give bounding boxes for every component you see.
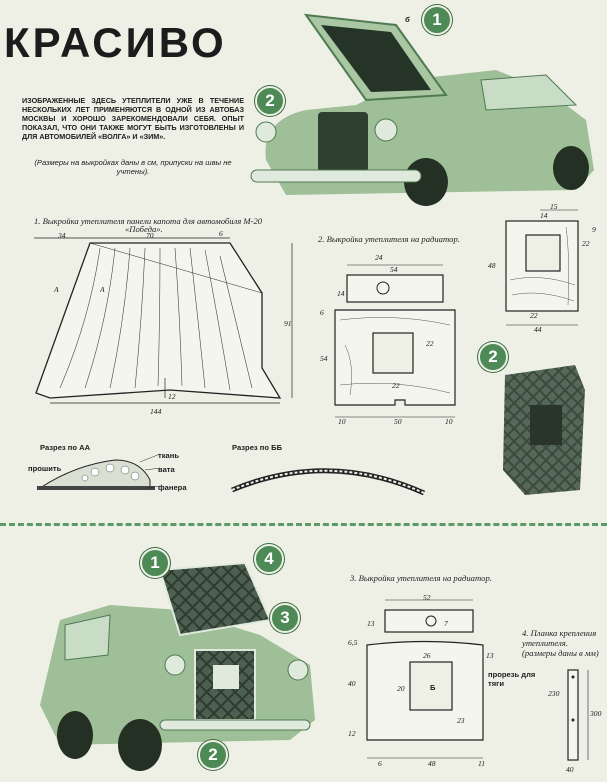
fig3-dim-40: 40 <box>348 679 356 688</box>
section-aa-title: Разрез по АА <box>40 443 91 452</box>
fig2b-dim-14: 14 <box>540 211 548 220</box>
fig3-dim-6: 6 <box>378 759 382 768</box>
fig4-caption: 4. Планка крепления утеплителя. <box>522 628 597 649</box>
fig3-dim-7: 7 <box>444 619 448 628</box>
fig3-dim-20: 20 <box>397 684 405 693</box>
fig2-dim-6: 6 <box>320 308 324 317</box>
fig2-dim-24: 24 <box>375 253 383 262</box>
fig3-dim-26: 26 <box>423 651 431 660</box>
fig1-dim-6: 6 <box>219 229 223 238</box>
label-b-top: б <box>405 15 410 24</box>
page-title: КРАСИВО <box>4 19 227 66</box>
badge-4-bottom: 4 <box>254 544 284 574</box>
bottom-car-photo <box>30 545 320 775</box>
fig2-dim-54b: 54 <box>320 354 328 363</box>
fig3-dim-13a: 13 <box>367 619 375 628</box>
badge-3-bottom: 3 <box>270 603 300 633</box>
fig2-dim-14: 14 <box>337 289 345 298</box>
fig3-dim-11: 11 <box>478 759 486 768</box>
fig1-caption: 1. Выкройка утеплителя панели капота для… <box>34 216 263 226</box>
section-aa-drawing <box>37 453 161 490</box>
fig4-dim-230: 230 <box>548 689 560 698</box>
fig4-dim-300: 300 <box>590 709 602 718</box>
fig3-label-b: Б <box>430 683 436 692</box>
section-aa-fanera: фанера <box>158 483 187 492</box>
fig1-dim-34: 34 <box>58 231 66 240</box>
fig2-dim-22a: 22 <box>426 339 434 348</box>
fig2-dim-10b: 10 <box>445 417 453 426</box>
fig1-dim-144: 144 <box>150 407 162 416</box>
quilted-insulator-photo <box>495 360 590 500</box>
fig3-dim-52: 52 <box>423 593 431 602</box>
badge-2-top: 2 <box>255 86 285 116</box>
fig1-drawing <box>34 237 293 404</box>
fig1-label-a2: А <box>100 285 105 294</box>
fig3-slot-label: прорезь для тяги <box>488 670 536 689</box>
fig3-caption: 3. Выкройка утеплителя на радиатор. <box>350 573 492 583</box>
fig3-dim-48: 48 <box>428 759 436 768</box>
badge-1-bottom: 1 <box>140 548 170 578</box>
fig4-dim-40: 40 <box>566 765 574 774</box>
fig2b-dim-44: 44 <box>534 325 542 334</box>
section-aa-vata: вата <box>158 465 175 474</box>
fig1-dim-12: 12 <box>168 392 176 401</box>
fig2-drawing <box>334 264 456 418</box>
fig1-caption-2: «Победа». <box>125 224 163 234</box>
fig2b-dim-48: 48 <box>488 261 496 270</box>
fig3-dim-23: 23 <box>457 716 465 725</box>
fig1-dim-70: 70 <box>146 231 154 240</box>
fig2-dim-50: 50 <box>394 417 402 426</box>
section-aa-tkan: ткань <box>158 451 179 460</box>
fig1-dim-91: 91 <box>284 319 292 328</box>
fig4-note: (размеры даны в мм) <box>522 648 599 658</box>
fig2-dim-22b: 22 <box>392 381 400 390</box>
top-car-photo <box>246 10 601 210</box>
intro-text: Изображенные здесь утеплители уже в тече… <box>22 96 244 141</box>
fig2-caption: 2. Выкройка утеплителя на радиатор. <box>318 234 460 244</box>
fig2b-dim-15: 15 <box>550 202 558 211</box>
fig2b-dim-22a: 22 <box>582 239 590 248</box>
fig4-drawing <box>567 669 589 761</box>
intro-note: (Размеры на выкройках даны в см, припуск… <box>34 158 232 177</box>
fig3-dim-12: 12 <box>348 729 356 738</box>
fig1-label-a1: А <box>54 285 59 294</box>
badge-2-bottom: 2 <box>198 740 228 770</box>
fig3-dim-13b: 13 <box>486 651 494 660</box>
fig3-dim-6_5: 6,5 <box>348 638 358 647</box>
fig2b-dim-22b: 22 <box>530 311 538 320</box>
fig2b-drawing <box>505 209 579 326</box>
badge-1-top: 1 <box>422 5 452 35</box>
fig2b-dim-9: 9 <box>592 225 596 234</box>
section-separator <box>0 523 607 526</box>
fig3-drawing <box>366 599 484 759</box>
badge-2-middle: 2 <box>478 342 508 372</box>
fig2-dim-10a: 10 <box>338 417 346 426</box>
section-bb-title: Разрез по ББ <box>232 443 283 452</box>
section-aa-proshit: прошить <box>28 464 62 473</box>
fig2-dim-54a: 54 <box>390 265 398 274</box>
section-bb-drawing <box>231 468 426 496</box>
